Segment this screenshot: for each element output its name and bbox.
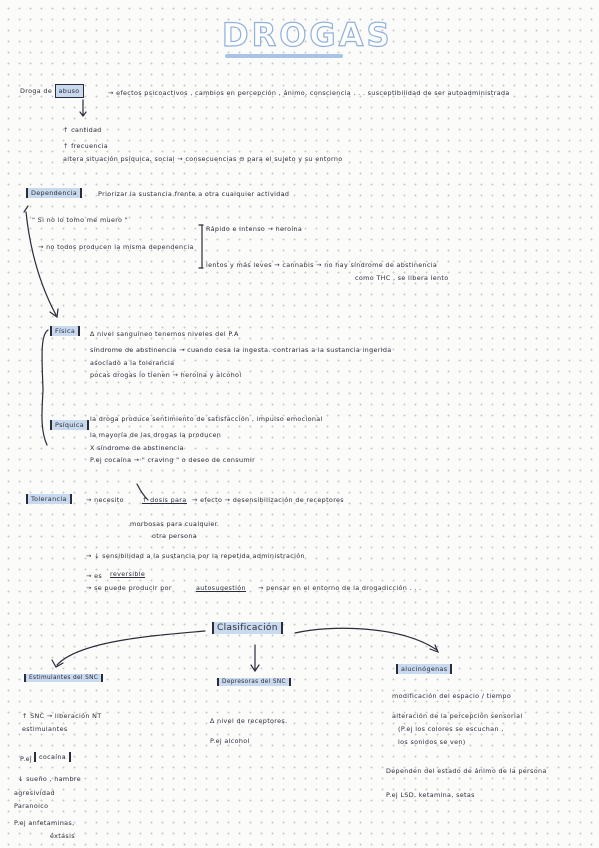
clasificacion-label: Clasificación	[212, 622, 283, 634]
efecto-text: → efecto → desensibilización de receptor…	[192, 496, 344, 504]
dependencia-label: Dependencia	[26, 188, 82, 198]
dosis-text: ↑ dosis para	[142, 496, 187, 505]
sensibilidad-text: → ↓ sensibilidad a la sustancia por la r…	[86, 552, 305, 560]
droga-de-label: Droga de abuso	[20, 84, 84, 98]
dependencia-definition: Priorizar la sustancia frente a otra cua…	[98, 190, 290, 198]
curved-arrow-icon	[25, 211, 59, 319]
lento-text: lentos y más leves → cannabis → no hay s…	[206, 261, 438, 269]
alucinogenas-label: alucinógenas	[396, 664, 453, 674]
alucinogenas-line-4: los sonidos se ven)	[398, 738, 466, 746]
quote-text: " Si no lo tomo me muero "	[32, 216, 128, 224]
depresoras-label: Depresoras del SNC	[217, 678, 291, 686]
psiquica-line-3: X síndrome de abstinencia	[90, 444, 184, 452]
alucinogenas-line-5: Dependen del estado de ánimo de la perso…	[386, 767, 547, 775]
reversible-text: reversible	[110, 570, 146, 579]
down-arrow-icon	[79, 99, 87, 117]
dependencia-tag: Dependencia	[26, 188, 82, 198]
alucinogenas-tag: alucinógenas	[396, 664, 453, 674]
morbosas-text: morbosas para cualquier	[130, 520, 218, 528]
autosugestion-text: autosugestión	[196, 584, 246, 593]
abuso-definition: → efectos psicoactivos , cambios en perc…	[108, 89, 510, 97]
estimulantes-tag: Estimulantes del SNC	[24, 674, 104, 682]
fisica-line-1: ∆ nivel sanguíneo tenemos niveles del P.…	[90, 330, 239, 338]
fisica-line-3: asociado a la tolerancia	[90, 359, 175, 367]
depresoras-line-1: ∆ nivel de receptores.	[210, 717, 288, 725]
thc-text: como THC , se libera lento	[355, 274, 449, 282]
rapido-text: Rápido e intenso → heroína	[206, 225, 303, 233]
fisica-label: Física	[50, 326, 81, 336]
left-branch-arrow	[51, 630, 206, 668]
puede-text: → se puede producir por	[86, 584, 172, 592]
droga-prefix: Droga de	[20, 87, 53, 95]
mid-branch-arrow	[250, 644, 260, 673]
brace-left	[41, 329, 49, 446]
necesito-text: → necesito	[86, 496, 124, 504]
alucinogenas-line-3: (P.ej los colores se escuchan ,	[398, 725, 504, 733]
no-todos-text: → no todos producen la misma dependencia	[38, 243, 194, 251]
frecuencia-text: ↑ frecuencia	[63, 142, 109, 150]
otra-persona-text: otra persona	[152, 532, 198, 540]
page-title: DROGAS	[221, 16, 393, 54]
fisica-line-2: síndrome de abstinencia → cuando cesa la…	[90, 346, 392, 354]
fisica-tag: Física	[50, 326, 81, 336]
psiquica-tag: Psíquica	[50, 420, 89, 430]
abuso-box: abuso	[54, 84, 84, 98]
tolerancia-label: Tolerancia	[26, 494, 72, 504]
alucinogenas-line-6: P.ej LSD, ketamina, setas	[386, 791, 475, 799]
alucinogenas-line-1: modificación del espacio / tiempo	[392, 692, 512, 700]
altera-text: altera situación psíquica, social → cons…	[63, 155, 343, 163]
depresoras-line-2: P.ej alcohol	[210, 737, 250, 745]
right-branch-arrow	[294, 627, 440, 654]
efecto-1: ↓ sueño , hambre	[18, 775, 82, 783]
pej-text: P.ej	[20, 755, 32, 763]
alucinogenas-line-2: alteración de la percepción sensorial	[392, 712, 523, 720]
tolerancia-tag: Tolerancia	[26, 494, 72, 504]
efecto-3: Paranoico	[14, 802, 49, 810]
psiquica-line-4: P.ej cocaína → " craving " o deseo de co…	[90, 456, 256, 464]
es-text: → es	[86, 572, 103, 580]
cocaina-tag: cocaína	[34, 752, 72, 762]
efecto-2: agresividad	[14, 789, 55, 797]
depresoras-tag: Depresoras del SNC	[217, 678, 291, 686]
psiquica-label: Psíquica	[50, 420, 89, 430]
extasis-text: éxtasis	[50, 832, 75, 840]
fisica-line-4: pocas drogas lo tienen → heroína y alcoh…	[90, 371, 242, 379]
cocaina-label: cocaína	[34, 752, 72, 762]
anfetaminas-text: P.ej anfetaminas,	[14, 819, 75, 827]
cantidad-text: ↑ cantidad	[63, 126, 102, 134]
title-highlight	[225, 54, 343, 58]
psiquica-line-1: la droga produce sentimiento de satisfac…	[90, 415, 323, 423]
bracket	[198, 224, 204, 269]
clasificacion-tag: Clasificación	[212, 622, 283, 634]
estimulantes-line-2: estimulantes	[22, 725, 68, 733]
estimulantes-label: Estimulantes del SNC	[24, 674, 104, 682]
pensar-text: → pensar en el entorno de la drogadicció…	[258, 584, 422, 592]
psiquica-line-2: la mayoría de las drogas la producen	[90, 431, 222, 439]
estimulantes-line-1: ↑ SNC → liberación NT	[22, 712, 102, 720]
